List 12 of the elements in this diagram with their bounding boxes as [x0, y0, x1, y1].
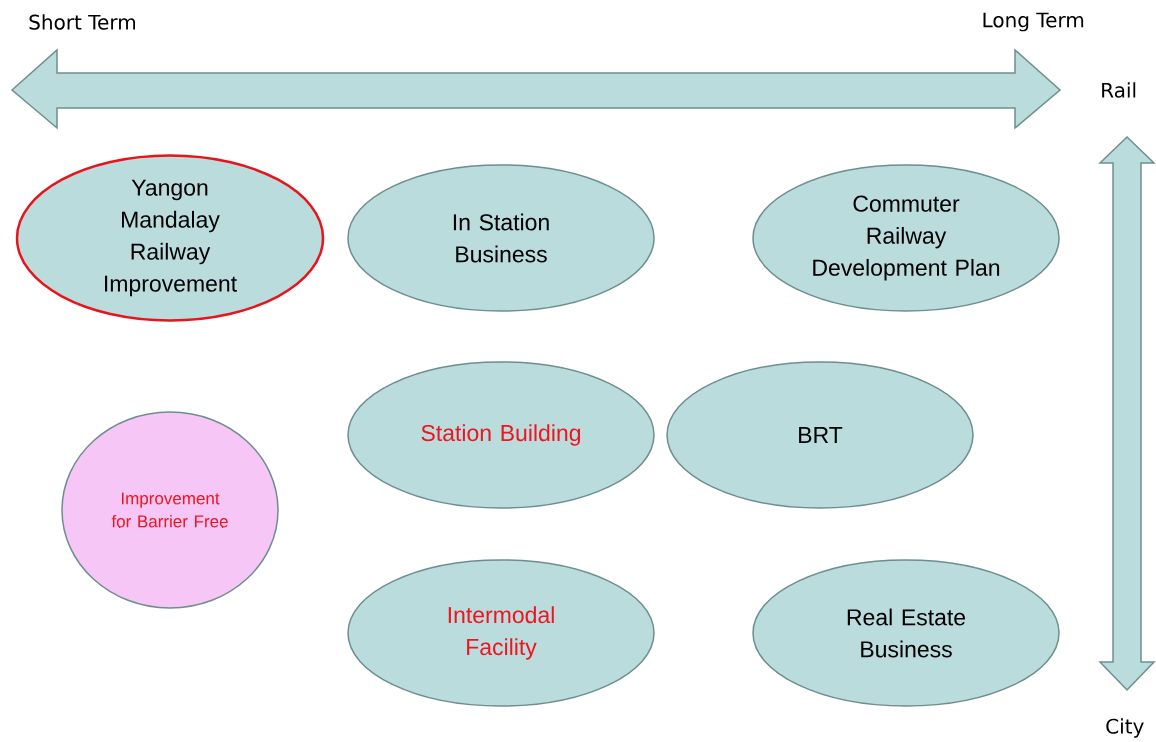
ellipse-node: Intermodal Facility	[347, 559, 655, 707]
ellipse-node: Commuter Railway Development Plan	[752, 164, 1060, 312]
axis-label: Short Term	[29, 14, 136, 30]
ellipse-node: Station Building	[347, 361, 655, 509]
ellipse-node: Real Estate Business	[752, 559, 1060, 707]
axis-label: City	[1106, 718, 1144, 738]
ellipse-node: BRT	[666, 361, 974, 509]
axis-label: Rail	[1102, 82, 1136, 98]
circle-node: Improvement for Barrier Free	[61, 411, 279, 609]
ellipse-node: Yangon Mandalay Railway Improvement	[15, 154, 325, 322]
ellipse-node: In Station Business	[347, 164, 655, 312]
axis-label: Long Term	[983, 12, 1084, 32]
